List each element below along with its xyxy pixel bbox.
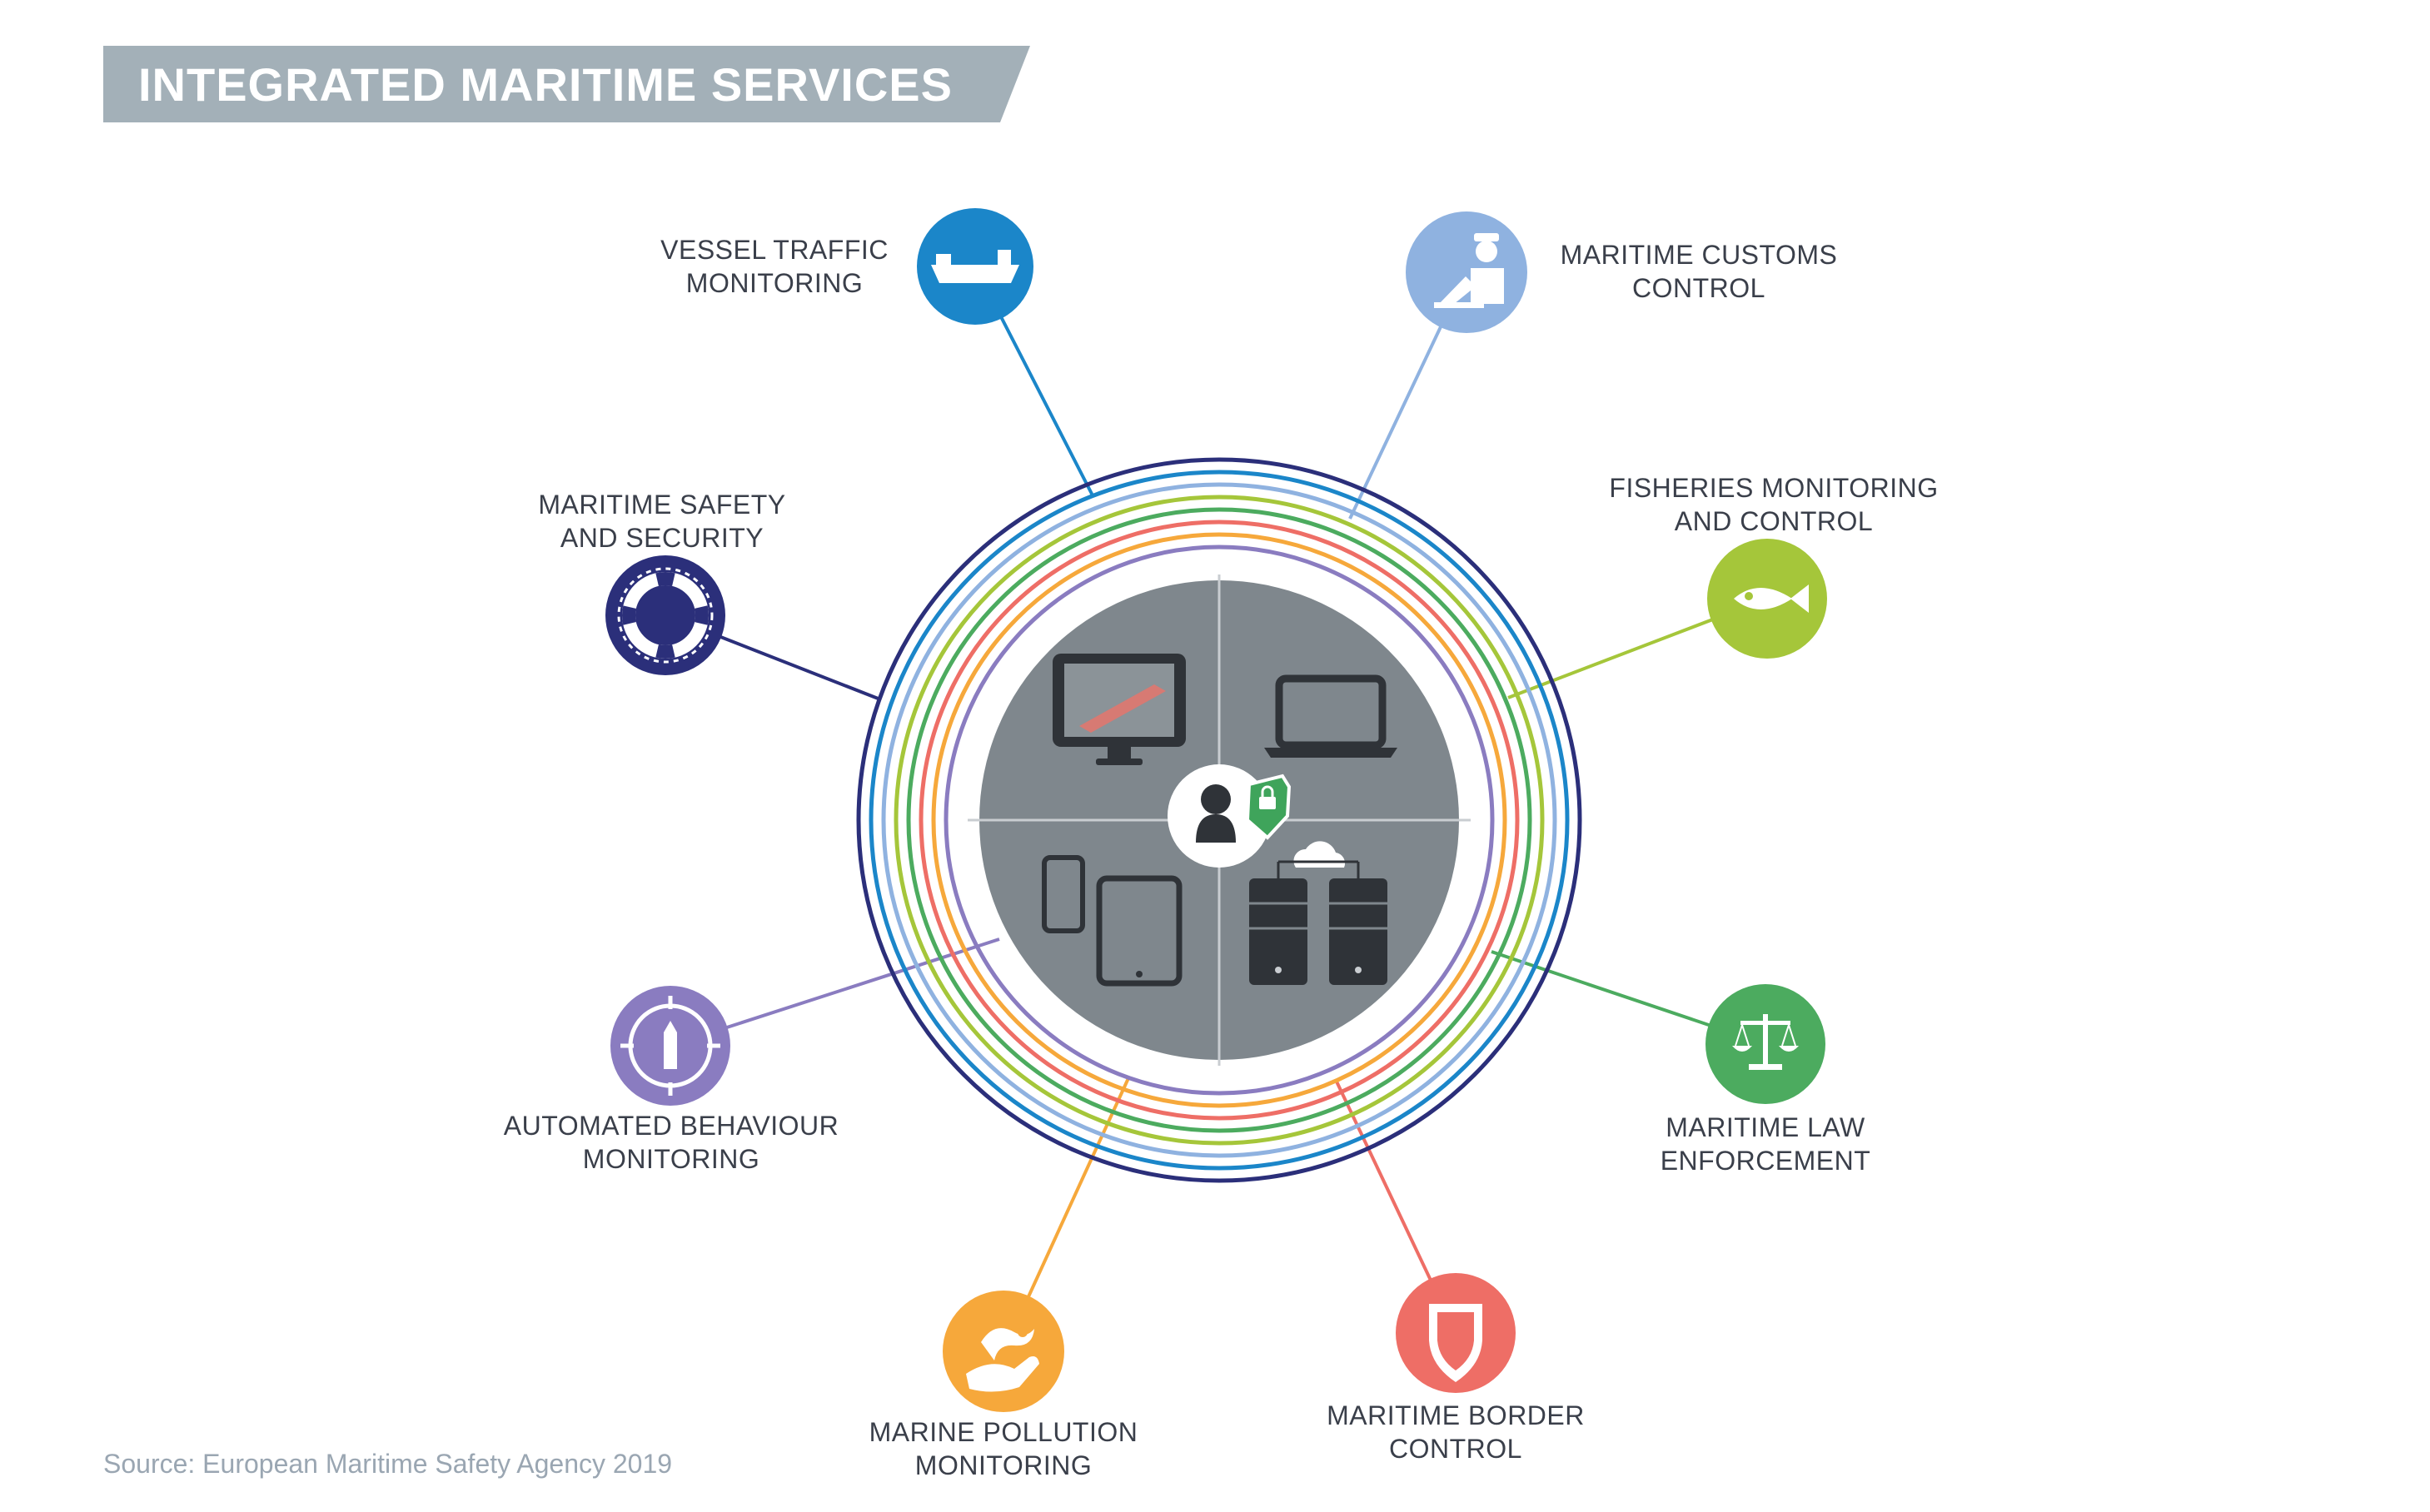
- label-line: CONTROL: [1632, 273, 1765, 303]
- label-line: MARITIME BORDER: [1327, 1400, 1585, 1430]
- label-law-enforcement: MARITIME LAW ENFORCEMENT: [1632, 1111, 1899, 1177]
- source-note: Source: European Maritime Safety Agency …: [103, 1449, 673, 1479]
- label-line: FISHERIES MONITORING: [1609, 473, 1939, 503]
- concentric-rings: [856, 457, 1582, 1183]
- hand-wave-icon: [943, 1291, 1064, 1412]
- customs-officer-icon: [1406, 211, 1527, 333]
- label-line: MARITIME LAW: [1666, 1112, 1865, 1142]
- label-line: MARITIME CUSTOMS: [1560, 240, 1838, 270]
- label-pollution: MARINE POLLUTION MONITORING: [849, 1415, 1158, 1482]
- label-line: MARITIME SAFETY: [538, 490, 786, 520]
- label-line: AUTOMATED BEHAVIOUR: [503, 1111, 839, 1141]
- scales-icon: [1705, 984, 1825, 1104]
- label-line: AND CONTROL: [1674, 506, 1874, 536]
- shield-icon: [1396, 1273, 1516, 1393]
- label-customs: MARITIME CUSTOMS CONTROL: [1549, 238, 1849, 305]
- label-line: AND SECURITY: [560, 523, 764, 553]
- label-safety: MARITIME SAFETY AND SECURITY: [525, 488, 799, 555]
- fish-icon: [1707, 539, 1827, 659]
- phone-tablet-icon: [1042, 855, 1183, 987]
- label-line: MONITORING: [685, 268, 864, 298]
- lifebuoy-icon: [605, 555, 725, 675]
- user-lock-icon: [1168, 764, 1292, 868]
- label-line: VESSEL TRAFFIC: [660, 235, 889, 265]
- label-vessel-traffic: VESSEL TRAFFIC MONITORING: [641, 233, 908, 300]
- label-fisheries: FISHERIES MONITORING AND CONTROL: [1599, 471, 1949, 538]
- label-border-control: MARITIME BORDER CONTROL: [1306, 1399, 1606, 1465]
- title-banner: [103, 46, 1030, 122]
- monitor-ship-icon: [1053, 654, 1186, 765]
- server-cloud-icon: [1249, 841, 1387, 985]
- ship-icon: [917, 208, 1033, 325]
- label-line: ENFORCEMENT: [1660, 1146, 1871, 1176]
- label-line: CONTROL: [1389, 1434, 1522, 1464]
- label-line: MARINE POLLUTION: [869, 1417, 1138, 1447]
- page-title: INTEGRATED MARITIME SERVICES: [138, 58, 954, 111]
- target-vessel-icon: [610, 986, 730, 1106]
- label-line: MONITORING: [914, 1450, 1093, 1480]
- laptop-icon: [1264, 674, 1397, 758]
- label-line: MONITORING: [582, 1144, 760, 1174]
- label-behaviour: AUTOMATED BEHAVIOUR MONITORING: [496, 1109, 846, 1176]
- service-icon-circles: [605, 208, 1827, 1412]
